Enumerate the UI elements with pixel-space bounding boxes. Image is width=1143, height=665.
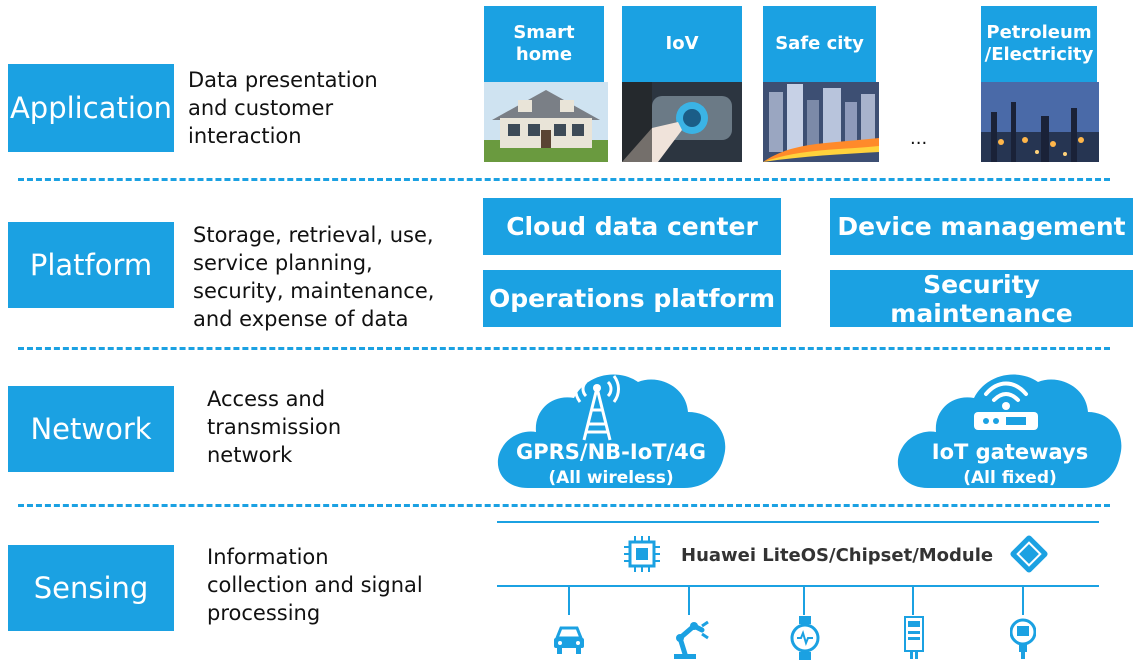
divider-3 <box>18 504 1110 507</box>
sensing-bus-top <box>497 521 1099 523</box>
app-card-iov: IoV <box>622 6 742 82</box>
platform-description: Storage, retrieval, use, service plannin… <box>193 223 435 331</box>
city-night-photo <box>763 82 879 162</box>
drop-4 <box>912 585 914 615</box>
app-card-petroleum: Petroleum /Electricity <box>981 6 1097 82</box>
layer-application: Application <box>8 64 174 152</box>
house-photo <box>484 82 608 162</box>
divider-2 <box>18 347 1110 350</box>
drop-1 <box>568 585 570 615</box>
box-cloud-data-center: Cloud data center <box>483 198 781 255</box>
box-device-management: Device management <box>830 198 1133 255</box>
cloud-wireless-title: GPRS/NB-IoT/4G <box>516 440 706 464</box>
sensing-module-label: Huawei LiteOS/Chipset/Module <box>681 545 994 566</box>
car-icon <box>554 626 584 654</box>
network-description: Access and transmission network <box>207 387 342 467</box>
meter-icon <box>904 616 924 659</box>
sensing-bus-bottom <box>497 585 1099 587</box>
smartwatch-icon <box>790 616 820 660</box>
divider-1 <box>18 178 1110 181</box>
application-ellipsis: ... <box>910 128 928 149</box>
layer-sensing: Sensing <box>8 545 174 631</box>
drop-5 <box>1022 585 1024 615</box>
router-icon <box>974 381 1038 430</box>
box-security-maintenance: Security maintenance <box>830 270 1133 328</box>
cloud-fixed-subtitle: (All fixed) <box>963 468 1057 488</box>
box-operations-platform: Operations platform <box>483 270 781 327</box>
robot-arm-icon <box>674 620 709 659</box>
layer-platform: Platform <box>8 222 174 308</box>
cloud-wireless-subtitle: (All wireless) <box>548 468 674 488</box>
module-icon <box>1010 535 1048 573</box>
sensor-icon <box>1010 618 1036 659</box>
layer-network: Network <box>8 386 174 472</box>
drop-2 <box>688 585 690 615</box>
app-card-smart-home: Smart home <box>484 6 604 82</box>
refinery-photo <box>981 82 1099 162</box>
cell-tower-icon <box>574 375 620 441</box>
app-card-safe-city: Safe city <box>763 6 876 82</box>
cloud-fixed-title: IoT gateways <box>931 440 1089 464</box>
cloud-fixed <box>897 374 1122 488</box>
drop-3 <box>803 585 805 615</box>
application-description: Data presentation and customer interacti… <box>188 68 378 148</box>
car-dashboard-photo <box>622 82 742 162</box>
sensing-description: Information collection and signal proces… <box>207 545 423 625</box>
chip-icon <box>624 536 660 572</box>
cloud-wireless <box>497 374 726 488</box>
